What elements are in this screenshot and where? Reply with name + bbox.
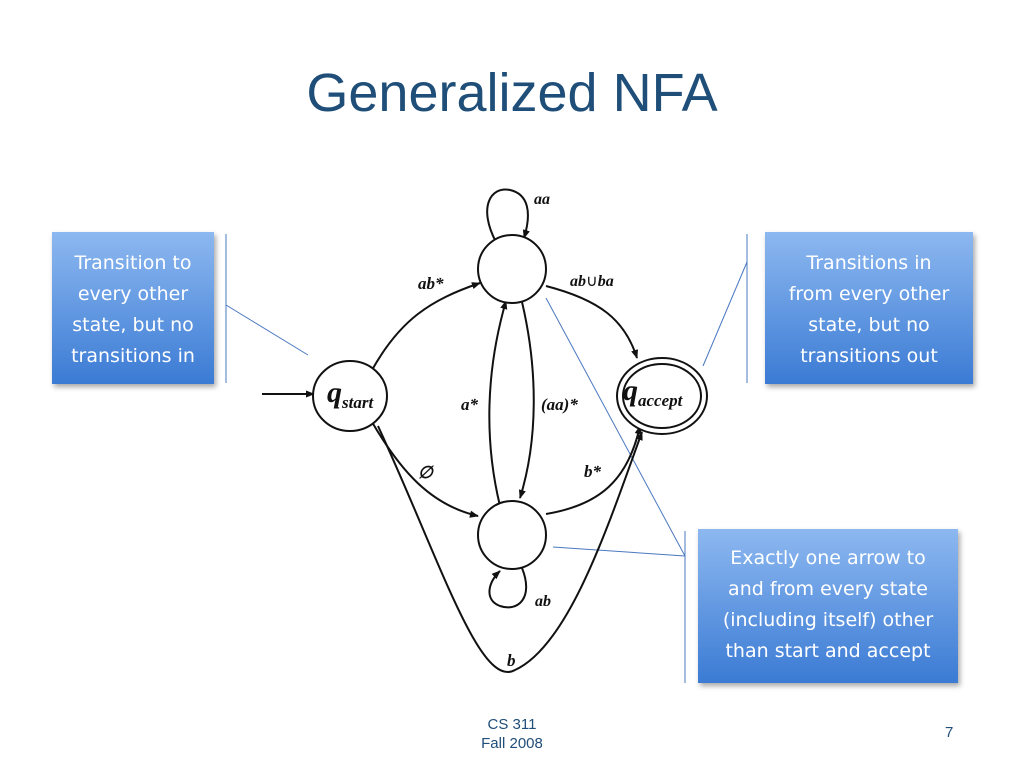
callout-line: and from every state: [728, 578, 928, 600]
callout-line: Exactly one arrow to: [730, 547, 926, 569]
top-self-loop: [486, 188, 530, 243]
label-start-to-bottom: ∅: [418, 463, 435, 482]
label-start-to-accept: b: [507, 651, 516, 670]
callout-line: transitions out: [800, 345, 938, 367]
right-leader-line: [702, 261, 748, 367]
callout-other-states: Exactly one arrow to and from every stat…: [698, 529, 958, 683]
callout-line: (including itself) other: [722, 609, 934, 631]
callout-line: than start and accept: [725, 640, 931, 662]
slide-number: 7: [945, 724, 954, 741]
edge-start-to-bottom: [371, 421, 479, 518]
state-bottom: [477, 500, 547, 570]
edge-bottom-to-accept: [545, 425, 642, 515]
callout-line: transitions in: [71, 345, 195, 367]
edge-start-to-top: [371, 282, 481, 371]
label-top-loop: aa: [534, 191, 550, 208]
label-top-to-accept: ab∪ba: [570, 273, 614, 290]
left-leader-line: [225, 304, 309, 356]
label-bottom-loop: ab: [535, 593, 551, 610]
bottom-self-loop: [488, 567, 528, 609]
label-bottom-to-top: a*: [461, 395, 479, 414]
edge-bottom-to-top: [488, 300, 508, 507]
label-start-to-top: ab*: [418, 274, 444, 293]
slide-title: Generalized NFA: [306, 63, 718, 123]
state-start: [312, 360, 388, 432]
footer-term: Fall 2008: [481, 735, 543, 752]
edge-start-to-accept: [377, 425, 643, 673]
callout-line: every other: [77, 283, 189, 305]
callout-line: state, but no: [808, 314, 930, 336]
edges: [262, 188, 643, 673]
edge-top-to-bottom: [518, 301, 535, 499]
callout-line: Transition to: [74, 252, 192, 274]
callout-line: Transitions in: [806, 252, 932, 274]
callout-line: from every other: [788, 283, 950, 305]
callout-start-state: Transition to every other state, but no …: [52, 232, 214, 384]
leader-lines: [225, 234, 748, 683]
callout-accept-state: Transitions in from every other state, b…: [765, 232, 973, 384]
slide-footer: CS 311 Fall 2008: [0, 715, 1024, 753]
states: [312, 234, 708, 570]
label-top-to-bottom: (aa)*: [541, 395, 578, 414]
callout-line: state, but no: [72, 314, 194, 336]
start-state-label: qstart: [327, 376, 374, 412]
bottom-leader-line-top: [545, 297, 686, 557]
bottom-leader-line-bottom: [552, 546, 686, 557]
label-bottom-to-accept: b*: [584, 462, 602, 481]
edge-top-to-accept: [545, 285, 638, 359]
state-top: [477, 234, 547, 304]
accept-state-label: qaccept: [623, 374, 684, 410]
state-accept-inner: [622, 363, 702, 429]
footer-course: CS 311: [487, 716, 537, 733]
